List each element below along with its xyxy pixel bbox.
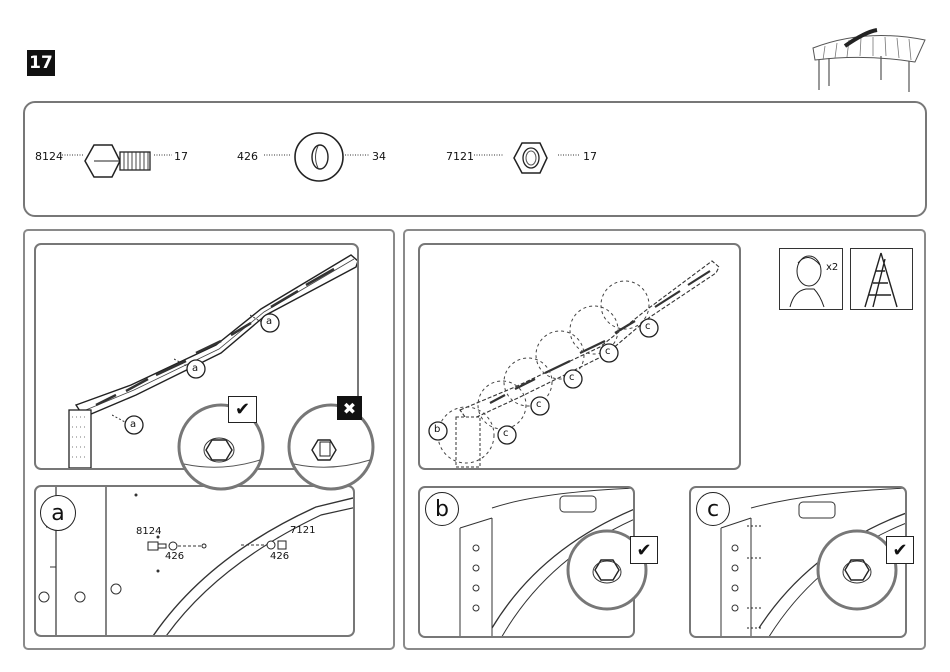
leader-dots (264, 152, 290, 158)
beam-drawing (420, 245, 741, 470)
callout-a-2: a (192, 363, 198, 374)
detail-c-check-icon: ✔ (886, 536, 914, 564)
detail-c-letter: c (707, 497, 719, 522)
callout-a-1: a (266, 316, 272, 327)
callout-c-2: c (536, 399, 542, 410)
correct-check-icon: ✔ (228, 396, 257, 423)
zoom-wrong (286, 402, 384, 492)
carport-thumbnail-icon (805, 18, 935, 96)
detail-a-badge: a (40, 495, 76, 531)
leader-dots (474, 152, 504, 158)
callout-b: b (434, 424, 440, 435)
person-count: x2 (826, 262, 838, 273)
ladder-icon (850, 248, 913, 310)
bolt-icon (82, 140, 154, 182)
detail-b-badge: b (425, 492, 459, 526)
callout-c-5: c (645, 321, 651, 332)
beam-overview-bc (418, 243, 741, 470)
step-number: 17 (27, 50, 55, 76)
part-washer-qty: 34 (372, 150, 386, 163)
detail-a-letter: a (51, 501, 64, 526)
person-head-icon (780, 249, 842, 309)
callout-c-1: c (503, 428, 509, 439)
part-bolt-id: 8124 (35, 150, 63, 163)
two-person-icon (779, 248, 843, 310)
parts-list (23, 101, 927, 217)
callout-circle (174, 356, 208, 382)
part-nut-qty: 17 (583, 150, 597, 163)
detail-panel-a (34, 485, 355, 637)
callout-c-4: c (605, 346, 611, 357)
detail-b-letter: b (435, 497, 449, 522)
callout-a-3: a (130, 419, 136, 430)
callout-circle (250, 310, 280, 336)
leader-dots (62, 152, 84, 158)
detail-a-nut-label: 7121 (290, 525, 315, 536)
nut-icon (510, 140, 550, 176)
detail-c-badge: c (696, 492, 730, 526)
callout-c-3: c (569, 372, 575, 383)
ladder-drawing (851, 249, 912, 309)
leader-dots (345, 152, 369, 158)
part-washer-id: 426 (237, 150, 258, 163)
washer-icon (293, 131, 345, 183)
detail-b-check-icon: ✔ (630, 536, 658, 564)
part-nut-id: 7121 (446, 150, 474, 163)
leader-dots (154, 152, 172, 158)
detail-a-washer-right-label: 426 (270, 551, 289, 562)
part-bolt-qty: 17 (174, 150, 188, 163)
detail-a-bolt-label: 8124 (136, 526, 161, 537)
detail-a-drawing (36, 487, 355, 637)
detail-a-washer-left-label: 426 (165, 551, 184, 562)
wrong-cross-icon: ✖ (337, 396, 362, 420)
callout-circle (112, 412, 146, 438)
leader-dots (558, 152, 580, 158)
